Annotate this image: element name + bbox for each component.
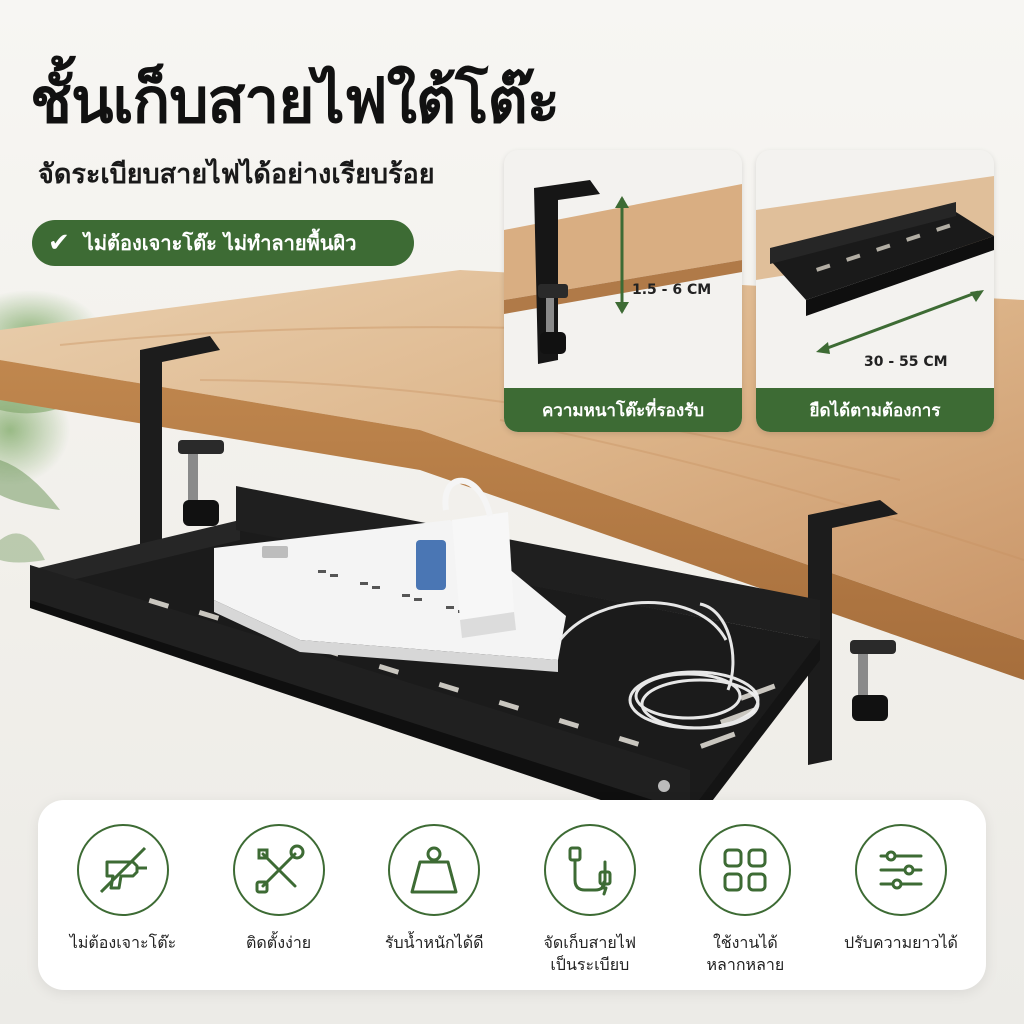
feature-label: ติดตั้งง่าย [246, 933, 312, 952]
feature-strong-load: รับน้ำหนักได้ดี [359, 824, 509, 990]
thickness-caption: ความหนาโต๊ะที่รองรับ [504, 388, 742, 432]
thickness-inset: 1.5 - 6 CM ความหนาโต๊ะที่รองรับ [504, 150, 742, 432]
tools-icon [232, 824, 325, 916]
page-subtitle: จัดระเบียบสายไฟได้อย่างเรียบร้อย [38, 159, 435, 190]
badge-label: ไม่ต้องเจาะโต๊ะ ไม่ทำลายพื้นผิว [83, 231, 357, 255]
left-clamp [140, 336, 224, 565]
cable-icon [543, 824, 636, 916]
length-inset: 30 - 55 CM ยืดได้ตามต้องการ [756, 150, 994, 432]
sliders-icon [854, 824, 947, 916]
thickness-dimension: 1.5 - 6 CM [632, 282, 712, 298]
length-illustration [756, 176, 994, 354]
feature-easy-install: ติดตั้งง่าย [204, 824, 354, 990]
feature-label: จัดเก็บสายไฟ เป็นระเบียบ [543, 933, 637, 974]
feature-label: ไม่ต้องเจาะโต๊ะ [69, 933, 177, 952]
length-caption: ยืดได้ตามต้องการ [756, 388, 994, 432]
power-strip [214, 477, 760, 730]
thickness-illustration [504, 180, 742, 364]
feature-no-drill: ไม่ต้องเจาะโต๊ะ [48, 824, 198, 990]
feature-versatile: ใช้งานได้ หลากหลาย [670, 824, 820, 990]
no-drill-badge: ✔ ไม่ต้องเจาะโต๊ะ ไม่ทำลายพื้นผิว [32, 220, 414, 266]
check-icon: ✔ [48, 228, 70, 258]
weight-icon [388, 824, 481, 916]
page-title: ชั้นเก็บสายไฟใต้โต๊ะ [30, 64, 560, 137]
right-clamp [808, 500, 898, 765]
feature-adjustable-length: ปรับความยาวได้ [826, 824, 976, 990]
feature-label: ปรับความยาวได้ [844, 933, 958, 952]
features-panel: ไม่ต้องเจาะโต๊ะ ติดตั้งง่าย [38, 800, 986, 990]
feature-organized-cables: จัดเก็บสายไฟ เป็นระเบียบ [515, 824, 665, 990]
feature-label: ใช้งานได้ หลากหลาย [706, 933, 785, 974]
no-drill-icon [77, 824, 169, 916]
grid-icon [699, 824, 792, 916]
length-dimension: 30 - 55 CM [864, 354, 948, 370]
feature-label: รับน้ำหนักได้ดี [384, 933, 484, 952]
